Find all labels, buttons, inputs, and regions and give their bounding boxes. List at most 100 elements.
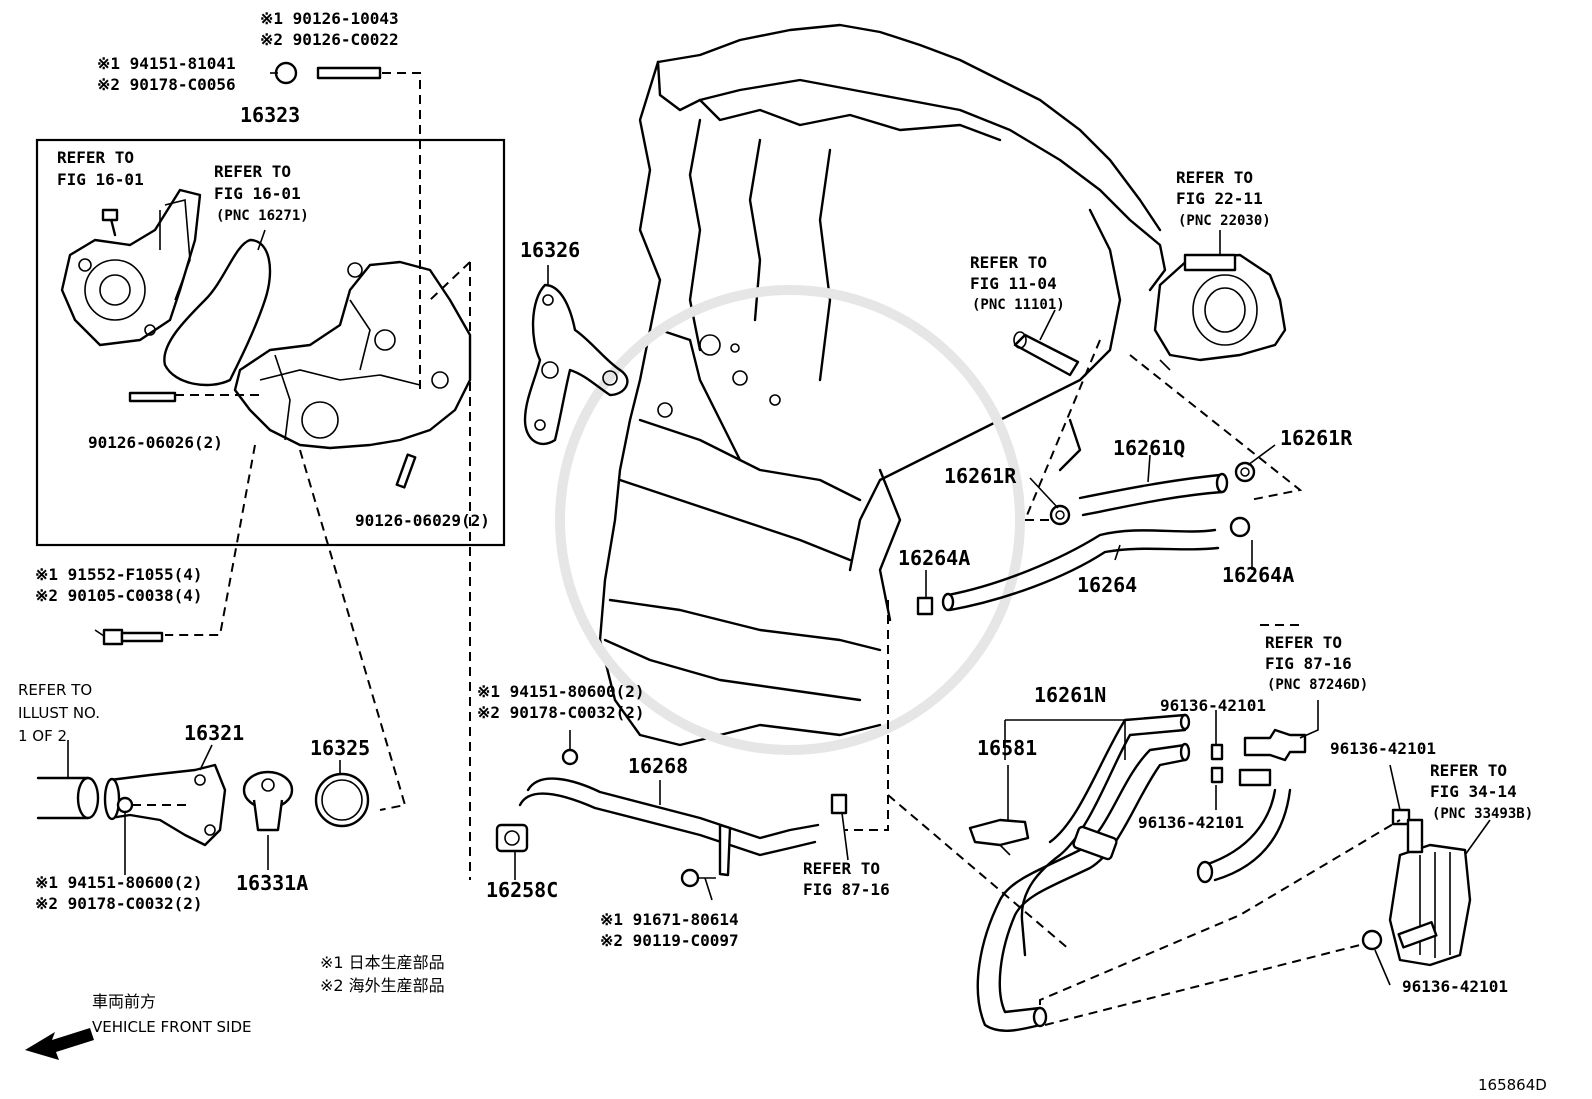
hose-16261q-part xyxy=(1078,472,1229,517)
gasket-16258c-part xyxy=(495,823,529,853)
clamp-center-part xyxy=(830,793,848,815)
label-16261r-right[interactable]: 16261R xyxy=(1280,426,1353,450)
nut-81041-part xyxy=(270,61,298,85)
stud-06026-part xyxy=(128,391,177,403)
label-nut-81041-2[interactable]: ※2 90178-C0056 xyxy=(97,75,236,94)
label-refer-16-01-a-2[interactable]: FIG 16-01 xyxy=(57,170,144,189)
throttle-body-part xyxy=(1153,253,1287,371)
bolt-icon xyxy=(101,208,119,237)
label-16268[interactable]: 16268 xyxy=(628,754,688,778)
label-16581[interactable]: 16581 xyxy=(977,736,1037,760)
label-stud-06026[interactable]: 90126-06026(2) xyxy=(88,433,223,452)
leader-lines xyxy=(67,210,1491,986)
label-bolt-10043-2[interactable]: ※2 90126-C0022 xyxy=(260,30,399,49)
clip-96136-c-part xyxy=(1391,808,1411,826)
label-refer-16-01-b-1: REFER TO xyxy=(214,162,291,181)
label-refer-illust-1: REFER TO xyxy=(18,681,92,699)
clamp-16261r-left-part xyxy=(1049,504,1071,526)
clip-96136-b-part xyxy=(1210,766,1224,784)
label-refer-illust-2: ILLUST NO. xyxy=(18,704,100,722)
label-nut-16268-2[interactable]: ※2 90178-C0032(2) xyxy=(477,703,645,722)
pipe-11101-part xyxy=(1013,331,1080,377)
label-16264a-left[interactable]: 16264A xyxy=(898,546,970,570)
label-bolt-91552-2[interactable]: ※2 90105-C0038(4) xyxy=(35,586,203,605)
label-clip-96136-d[interactable]: 96136-42101 xyxy=(1402,977,1508,996)
label-clip-96136-a[interactable]: 96136-42101 xyxy=(1160,696,1266,715)
hose-16261n-part xyxy=(976,713,1191,1032)
label-refer-87-16-b-2[interactable]: FIG 87-16 xyxy=(1265,654,1352,673)
oil-cooler-part xyxy=(1388,818,1472,967)
label-refer-11-04-2[interactable]: FIG 11-04 xyxy=(970,274,1057,293)
pipe-stub-part xyxy=(36,776,100,820)
label-refer-87-16-a-1: REFER TO xyxy=(803,859,880,878)
label-bolt-91671-1[interactable]: ※1 91671-80614 xyxy=(600,910,739,929)
watermark xyxy=(555,285,1025,755)
hose-16268-part xyxy=(518,777,820,877)
label-16321[interactable]: 16321 xyxy=(184,721,244,745)
label-clip-96136-b[interactable]: 96136-42101 xyxy=(1138,813,1244,832)
label-16264a-right[interactable]: 16264A xyxy=(1222,563,1294,587)
label-nut-16268-1[interactable]: ※1 94151-80600(2) xyxy=(477,682,645,701)
label-refer-16-01-b-2[interactable]: FIG 16-01 xyxy=(214,184,301,203)
label-refer-34-14-1: REFER TO xyxy=(1430,761,1507,780)
label-clip-96136-c[interactable]: 96136-42101 xyxy=(1330,739,1436,758)
water-inlet-housing-part xyxy=(233,260,472,450)
label-16261n[interactable]: 16261N xyxy=(1034,683,1106,707)
label-stud-06029[interactable]: 90126-06029(2) xyxy=(355,511,490,530)
clamp-16264a-left-part xyxy=(916,596,934,616)
nut-center-part xyxy=(561,748,579,766)
clamp-16264a-right-part xyxy=(1229,516,1251,538)
label-refer-22-11-2[interactable]: FIG 22-11 xyxy=(1176,189,1263,208)
clip-96136-d-part xyxy=(1361,929,1383,951)
engine-block-outline xyxy=(598,23,1167,747)
hose-16264-part xyxy=(941,528,1220,612)
vehicle-front-en: VEHICLE FRONT SIDE xyxy=(92,1018,252,1036)
hose-87246d-part xyxy=(1196,728,1307,884)
vehicle-front-arrow-icon xyxy=(25,1028,94,1060)
stud-06029-part xyxy=(395,453,417,489)
label-16323[interactable]: 16323 xyxy=(240,103,300,127)
label-nut-16321-2[interactable]: ※2 90178-C0032(2) xyxy=(35,894,203,913)
label-refer-34-14-2[interactable]: FIG 34-14 xyxy=(1430,782,1517,801)
label-refer-34-14-3: (PNC 33493B) xyxy=(1432,806,1533,822)
label-nut-81041-1[interactable]: ※1 94151-81041 xyxy=(97,54,236,73)
label-refer-87-16-a-2[interactable]: FIG 87-16 xyxy=(803,880,890,899)
gasket-16326-part xyxy=(523,283,629,446)
label-16258c[interactable]: 16258C xyxy=(486,878,558,902)
label-16264[interactable]: 16264 xyxy=(1077,573,1137,597)
label-refer-22-11-1: REFER TO xyxy=(1176,168,1253,187)
legend-line-2: ※2 海外生産部品 xyxy=(320,976,445,995)
assembly-box-16323 xyxy=(35,138,506,547)
diagram-id: 165864D xyxy=(1478,1076,1547,1094)
legend-line-1: ※1 日本生産部品 xyxy=(320,953,445,972)
label-refer-16-01-b-3: (PNC 16271) xyxy=(216,208,309,224)
label-16331a[interactable]: 16331A xyxy=(236,871,308,895)
label-nut-16321-1[interactable]: ※1 94151-80600(2) xyxy=(35,873,203,892)
thermostat-part xyxy=(242,770,294,832)
nut-80600-part xyxy=(116,796,134,814)
label-16261q[interactable]: 16261Q xyxy=(1113,436,1185,460)
label-bolt-10043-1[interactable]: ※1 90126-10043 xyxy=(260,9,399,28)
label-refer-11-04-1: REFER TO xyxy=(970,253,1047,272)
label-16326[interactable]: 16326 xyxy=(520,238,580,262)
clamp-16261r-right-part xyxy=(1234,461,1256,483)
clip-96136-a-part xyxy=(1210,743,1224,761)
label-refer-illust-3: 1 OF 2 xyxy=(18,727,67,745)
bolt-10043-part xyxy=(316,66,382,80)
label-refer-11-04-3: (PNC 11101) xyxy=(972,297,1065,313)
label-refer-87-16-b-1: REFER TO xyxy=(1265,633,1342,652)
label-refer-87-16-b-3: (PNC 87246D) xyxy=(1267,677,1368,693)
bolt-91552-part xyxy=(102,628,164,646)
label-16261r-left[interactable]: 16261R xyxy=(944,464,1017,488)
label-refer-16-01-a-1: REFER TO xyxy=(57,148,134,167)
label-bolt-91671-2[interactable]: ※2 90119-C0097 xyxy=(600,931,739,950)
label-bolt-91552-1[interactable]: ※1 91552-F1055(4) xyxy=(35,565,203,584)
label-refer-22-11-3: (PNC 22030) xyxy=(1178,213,1271,229)
thermostat-gasket-part xyxy=(314,772,370,828)
bolt-91671-part xyxy=(680,868,716,888)
vehicle-front-jp: 車両前方 xyxy=(92,992,156,1011)
water-pump-part xyxy=(60,188,202,347)
label-16325[interactable]: 16325 xyxy=(310,736,370,760)
sensor-16581-part xyxy=(968,818,1030,856)
